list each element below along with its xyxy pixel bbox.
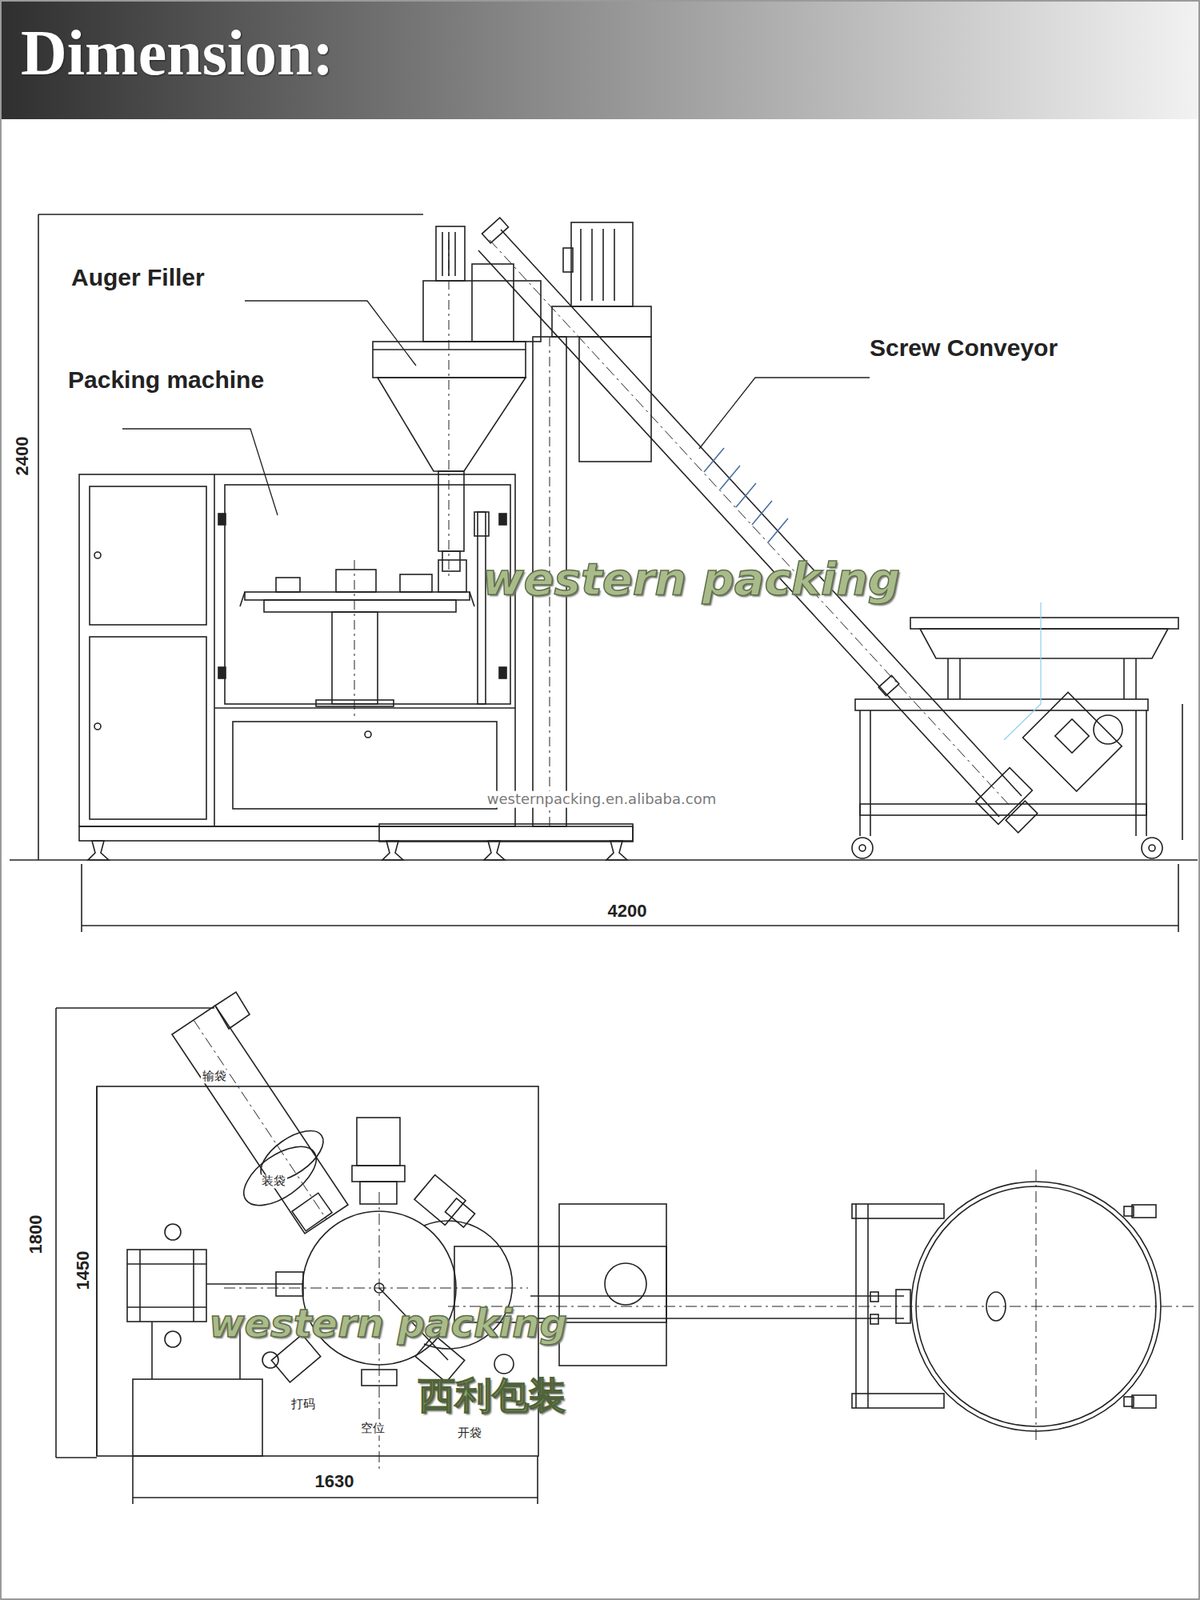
station-label: 打码 <box>289 1397 317 1412</box>
watermark: western packing <box>208 1301 568 1346</box>
dimension-value: 4200 <box>608 900 648 921</box>
callout-label: Auger Filler <box>71 264 205 292</box>
station-label: 装袋 <box>260 1174 288 1188</box>
watermark: western packing <box>482 553 900 605</box>
header-band <box>0 0 1200 120</box>
dimension-value: 1800 <box>25 1215 46 1255</box>
watermark-url: westernpacking.en.alibaba.com <box>485 791 718 808</box>
dimension-value: 2400 <box>12 436 32 476</box>
callout-label: Packing machine <box>68 366 264 395</box>
station-label: 输袋 <box>200 1069 228 1084</box>
dimension-value: 1630 <box>315 1471 355 1492</box>
station-label: 空位 <box>359 1421 387 1436</box>
watermark: 西利包装 <box>418 1374 566 1417</box>
plan-view <box>56 992 1194 1504</box>
callout-label: Screw Conveyor <box>869 334 1058 363</box>
page-title: Dimension: <box>20 16 334 90</box>
dimension-value: 1450 <box>72 1251 93 1291</box>
elevation-view <box>9 214 1198 932</box>
station-label: 开袋 <box>456 1426 484 1440</box>
